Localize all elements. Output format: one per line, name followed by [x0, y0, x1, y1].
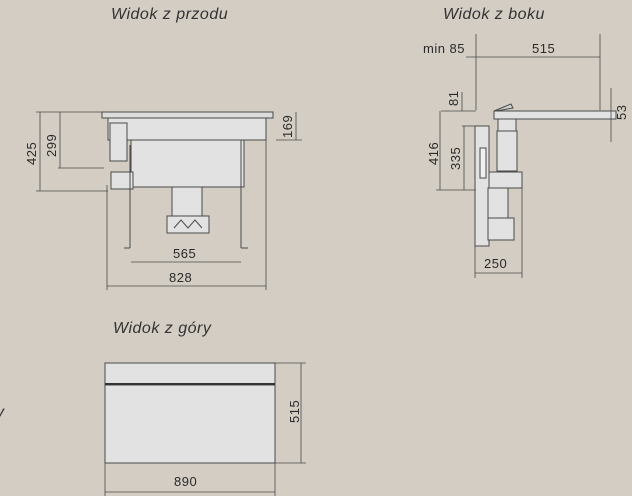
top-dim-depth: 515 — [287, 399, 302, 423]
cropped-text-fragment: y — [0, 404, 5, 422]
top-dim-width: 890 — [174, 474, 198, 489]
side-view-drawing — [474, 103, 617, 247]
front-view-drawing — [101, 111, 274, 249]
top-view-title: Widok z góry — [113, 320, 212, 337]
side-dim-top-offset: 81 — [446, 90, 461, 106]
side-dim-glass: 53 — [614, 104, 629, 120]
front-dim-inner-width: 565 — [173, 246, 197, 261]
front-dim-top-height: 169 — [280, 114, 295, 138]
side-view-title: Widok z boku — [443, 6, 545, 23]
side-dim-min-offset: min 85 — [423, 41, 466, 56]
side-dim-inner-height: 335 — [448, 146, 463, 170]
top-view-drawing — [104, 362, 276, 464]
front-dim-total-height: 425 — [24, 141, 39, 165]
side-dim-total-height: 416 — [426, 141, 441, 165]
front-dim-inner-height: 299 — [44, 133, 59, 157]
side-dim-depth: 515 — [532, 41, 556, 56]
side-dim-bottom-width: 250 — [484, 256, 508, 271]
front-view-title: Widok z przodu — [111, 6, 229, 23]
front-dim-total-width: 828 — [169, 270, 193, 285]
